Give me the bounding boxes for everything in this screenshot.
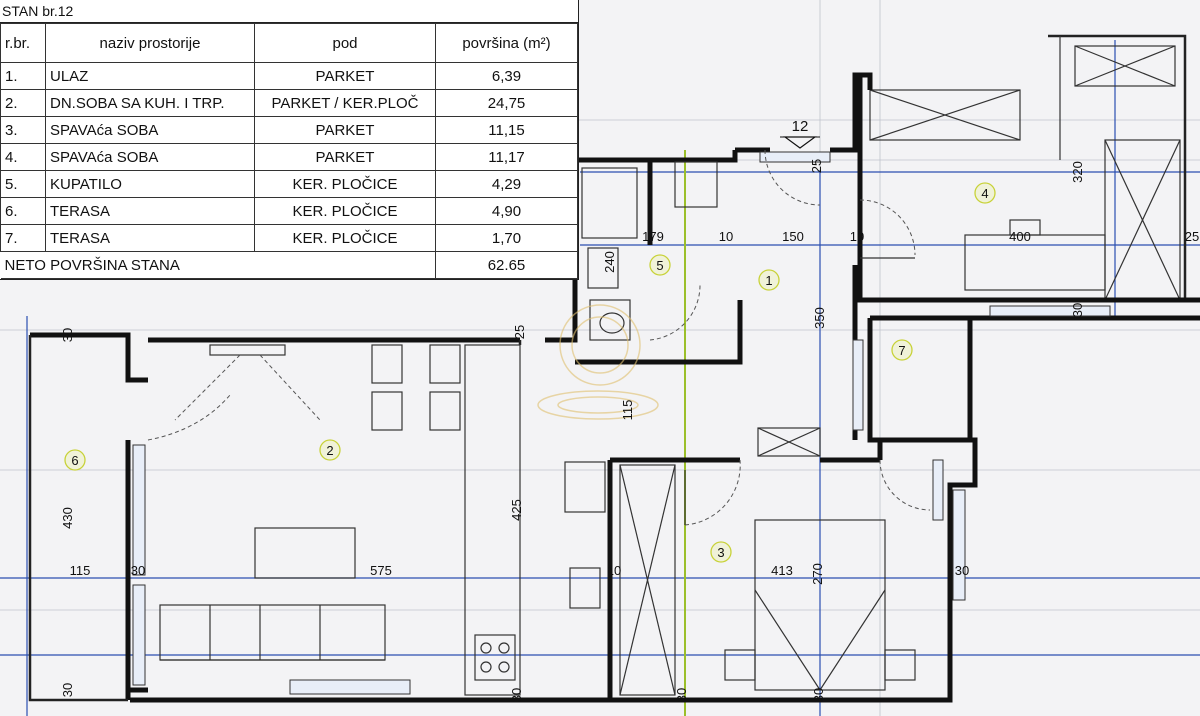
row-no: 4. — [0, 143, 46, 171]
row-no: 6. — [0, 197, 46, 225]
dim-30c: 30 — [131, 563, 145, 578]
table-row: 4. SPAVAća SOBA PARKET 11,17 — [0, 143, 578, 171]
row-no: 7. — [0, 224, 46, 252]
room-marker-6[interactable]: 6 — [64, 449, 86, 471]
row-name: TERASA — [45, 224, 255, 252]
room-marker-2-label: 2 — [326, 443, 333, 458]
dim-25c: 25 — [512, 325, 527, 339]
apartment-marker: 12 — [780, 118, 820, 149]
header-floor: pod — [254, 23, 436, 63]
room-marker-4-label: 4 — [981, 186, 988, 201]
row-area: 6,39 — [435, 62, 578, 90]
dim-425: 425 — [509, 499, 524, 521]
watermark-logo — [537, 304, 659, 420]
header-no: r.br. — [0, 23, 46, 63]
table-row: 3. SPAVAća SOBA PARKET 11,15 — [0, 116, 578, 144]
dim-30f: 30 — [509, 688, 524, 702]
row-no: 5. — [0, 170, 46, 198]
row-area: 11,15 — [435, 116, 578, 144]
row-area: 1,70 — [435, 224, 578, 252]
header-area: površina (m²) — [435, 23, 578, 63]
room-marker-1[interactable]: 1 — [758, 269, 780, 291]
row-no: 2. — [0, 89, 46, 117]
room-marker-4[interactable]: 4 — [974, 182, 996, 204]
table-total-row: NETO POVRŠINA STANA 62.65 — [0, 251, 578, 279]
dim-30e: 30 — [60, 683, 75, 697]
dim-10a: 10 — [719, 229, 733, 244]
table-row: 2. DN.SOBA SA KUH. I TRP. PARKET / KER.P… — [0, 89, 578, 117]
row-area: 24,75 — [435, 89, 578, 117]
row-area: 4,29 — [435, 170, 578, 198]
dim-400: 400 — [1009, 229, 1031, 244]
row-no: 3. — [0, 116, 46, 144]
row-name: SPAVAća SOBA — [45, 143, 255, 171]
room-marker-5[interactable]: 5 — [649, 254, 671, 276]
dim-270: 270 — [810, 563, 825, 585]
dim-240: 240 — [602, 251, 617, 273]
dim-115b: 115 — [70, 563, 91, 578]
room-area-table: STAN br.12 r.br. naziv prostorije pod po… — [0, 0, 579, 280]
dim-30d: 30 — [955, 563, 969, 578]
total-label: NETO POVRŠINA STANA — [0, 251, 436, 279]
room-table-grid: r.br. naziv prostorije pod površina (m²)… — [0, 23, 578, 279]
row-name: KUPATILO — [45, 170, 255, 198]
room-markers: 1 2 3 4 5 6 7 — [64, 182, 996, 563]
room-marker-5-label: 5 — [656, 258, 663, 273]
dim-25a: 25 — [1185, 229, 1199, 244]
room-marker-3-label: 3 — [717, 545, 724, 560]
windows — [132, 151, 1111, 695]
dim-10c: 10 — [607, 563, 621, 578]
terrace-top-right — [869, 34, 1187, 301]
row-name: TERASA — [45, 197, 255, 225]
dim-575: 575 — [370, 563, 392, 578]
row-floor: KER. PLOČICE — [254, 224, 436, 252]
dim-115a: 115 — [620, 400, 635, 421]
header-name: naziv prostorije — [45, 23, 255, 63]
row-area: 4,90 — [435, 197, 578, 225]
room-marker-1-label: 1 — [765, 273, 772, 288]
room-marker-3[interactable]: 3 — [710, 541, 732, 563]
apartment-marker-label: 12 — [792, 118, 809, 135]
table-header-row: r.br. naziv prostorije pod površina (m²) — [0, 23, 578, 63]
dim-25b: 25 — [809, 159, 824, 173]
table-row: 5. KUPATILO KER. PLOČICE 4,29 — [0, 170, 578, 198]
dim-30h: 30 — [811, 688, 826, 702]
dim-10b: 10 — [850, 229, 864, 244]
row-floor: PARKET — [254, 143, 436, 171]
room-marker-7-label: 7 — [898, 343, 905, 358]
door-swings — [147, 149, 931, 526]
table-row: 6. TERASA KER. PLOČICE 4,90 — [0, 197, 578, 225]
dim-320: 320 — [1070, 161, 1085, 183]
dim-179: 179 — [642, 229, 664, 244]
room-marker-7[interactable]: 7 — [891, 339, 913, 361]
room-marker-2[interactable]: 2 — [319, 439, 341, 461]
total-value: 62.65 — [435, 251, 578, 279]
table-title: STAN br.12 — [0, 0, 578, 23]
dim-413: 413 — [771, 563, 793, 578]
row-name: DN.SOBA SA KUH. I TRP. — [45, 89, 255, 117]
table-row: 7. TERASA KER. PLOČICE 1,70 — [0, 224, 578, 252]
dim-350: 350 — [812, 307, 827, 329]
row-floor: KER. PLOČICE — [254, 170, 436, 198]
dim-30g: 30 — [674, 688, 689, 702]
furniture — [159, 161, 1106, 696]
room-marker-6-label: 6 — [71, 453, 78, 468]
table-row: 1. ULAZ PARKET 6,39 — [0, 62, 578, 90]
row-floor: PARKET — [254, 116, 436, 144]
row-no: 1. — [0, 62, 46, 90]
row-name: SPAVAća SOBA — [45, 116, 255, 144]
dim-150: 150 — [782, 229, 804, 244]
row-area: 11,17 — [435, 143, 578, 171]
dim-30a: 30 — [1070, 303, 1085, 317]
dimension-labels: 179 10 150 10 400 25 25 320 240 350 30 3… — [60, 159, 1199, 702]
row-floor: KER. PLOČICE — [254, 197, 436, 225]
row-floor: PARKET — [254, 62, 436, 90]
row-floor: PARKET / KER.PLOČ — [254, 89, 436, 117]
dim-30b: 30 — [60, 328, 75, 342]
row-name: ULAZ — [45, 62, 255, 90]
dim-430: 430 — [60, 507, 75, 529]
